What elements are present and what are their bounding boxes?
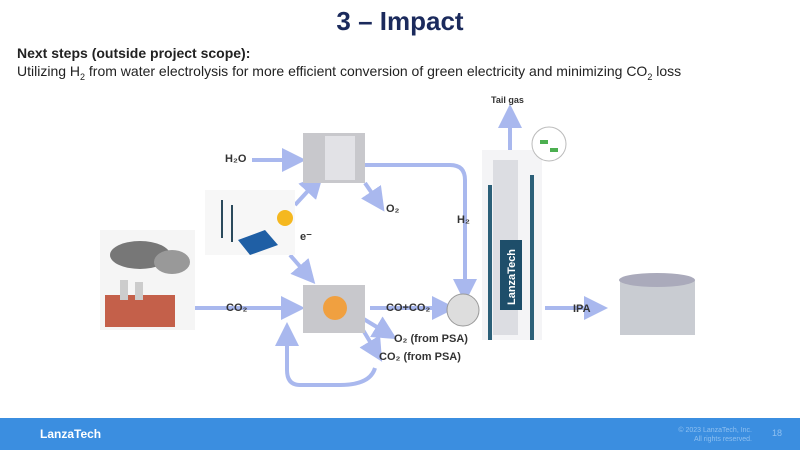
label-h2: H₂: [457, 214, 470, 226]
reactor-icon: LanzaTech: [482, 150, 542, 340]
label-co2-psa: CO₂ (from PSA): [379, 351, 461, 363]
label-o2: O₂: [386, 203, 400, 215]
next-steps-heading: Next steps (outside project scope):: [17, 45, 251, 61]
reactor-brand: LanzaTech: [506, 249, 518, 305]
flow-arrows: [185, 104, 608, 387]
label-o2-psa: O₂ (from PSA): [394, 333, 468, 345]
footer: LanzaTech © 2023 LanzaTech, Inc.All righ…: [0, 418, 800, 450]
label-ipa: IPA: [573, 303, 591, 315]
label-tail-gas: Tail gas: [491, 95, 524, 105]
storage-tank-icon: [619, 273, 695, 335]
renewable-energy-icon: [205, 190, 295, 255]
process-diagram: LanzaTech: [100, 104, 695, 387]
footer-logo: LanzaTech: [40, 427, 102, 441]
label-h2o: H₂O: [225, 153, 247, 165]
page-title: 3 – Impact: [336, 6, 464, 36]
page-number: 18: [771, 428, 782, 438]
electrolyzer-top-icon: [303, 133, 365, 183]
label-co-co2: CO+CO₂: [386, 302, 431, 314]
electrolyzer-co2-icon: [303, 285, 365, 333]
blower-icon: [446, 293, 480, 327]
factory-icon: [100, 230, 195, 330]
label-co2: CO₂: [226, 302, 248, 314]
copyright: © 2023 LanzaTech, Inc.All rights reserve…: [678, 427, 752, 443]
next-steps-text: Utilizing H2 from water electrolysis for…: [17, 63, 682, 82]
label-electrons: e⁻: [300, 231, 312, 243]
bacteria-icon: [531, 126, 567, 162]
